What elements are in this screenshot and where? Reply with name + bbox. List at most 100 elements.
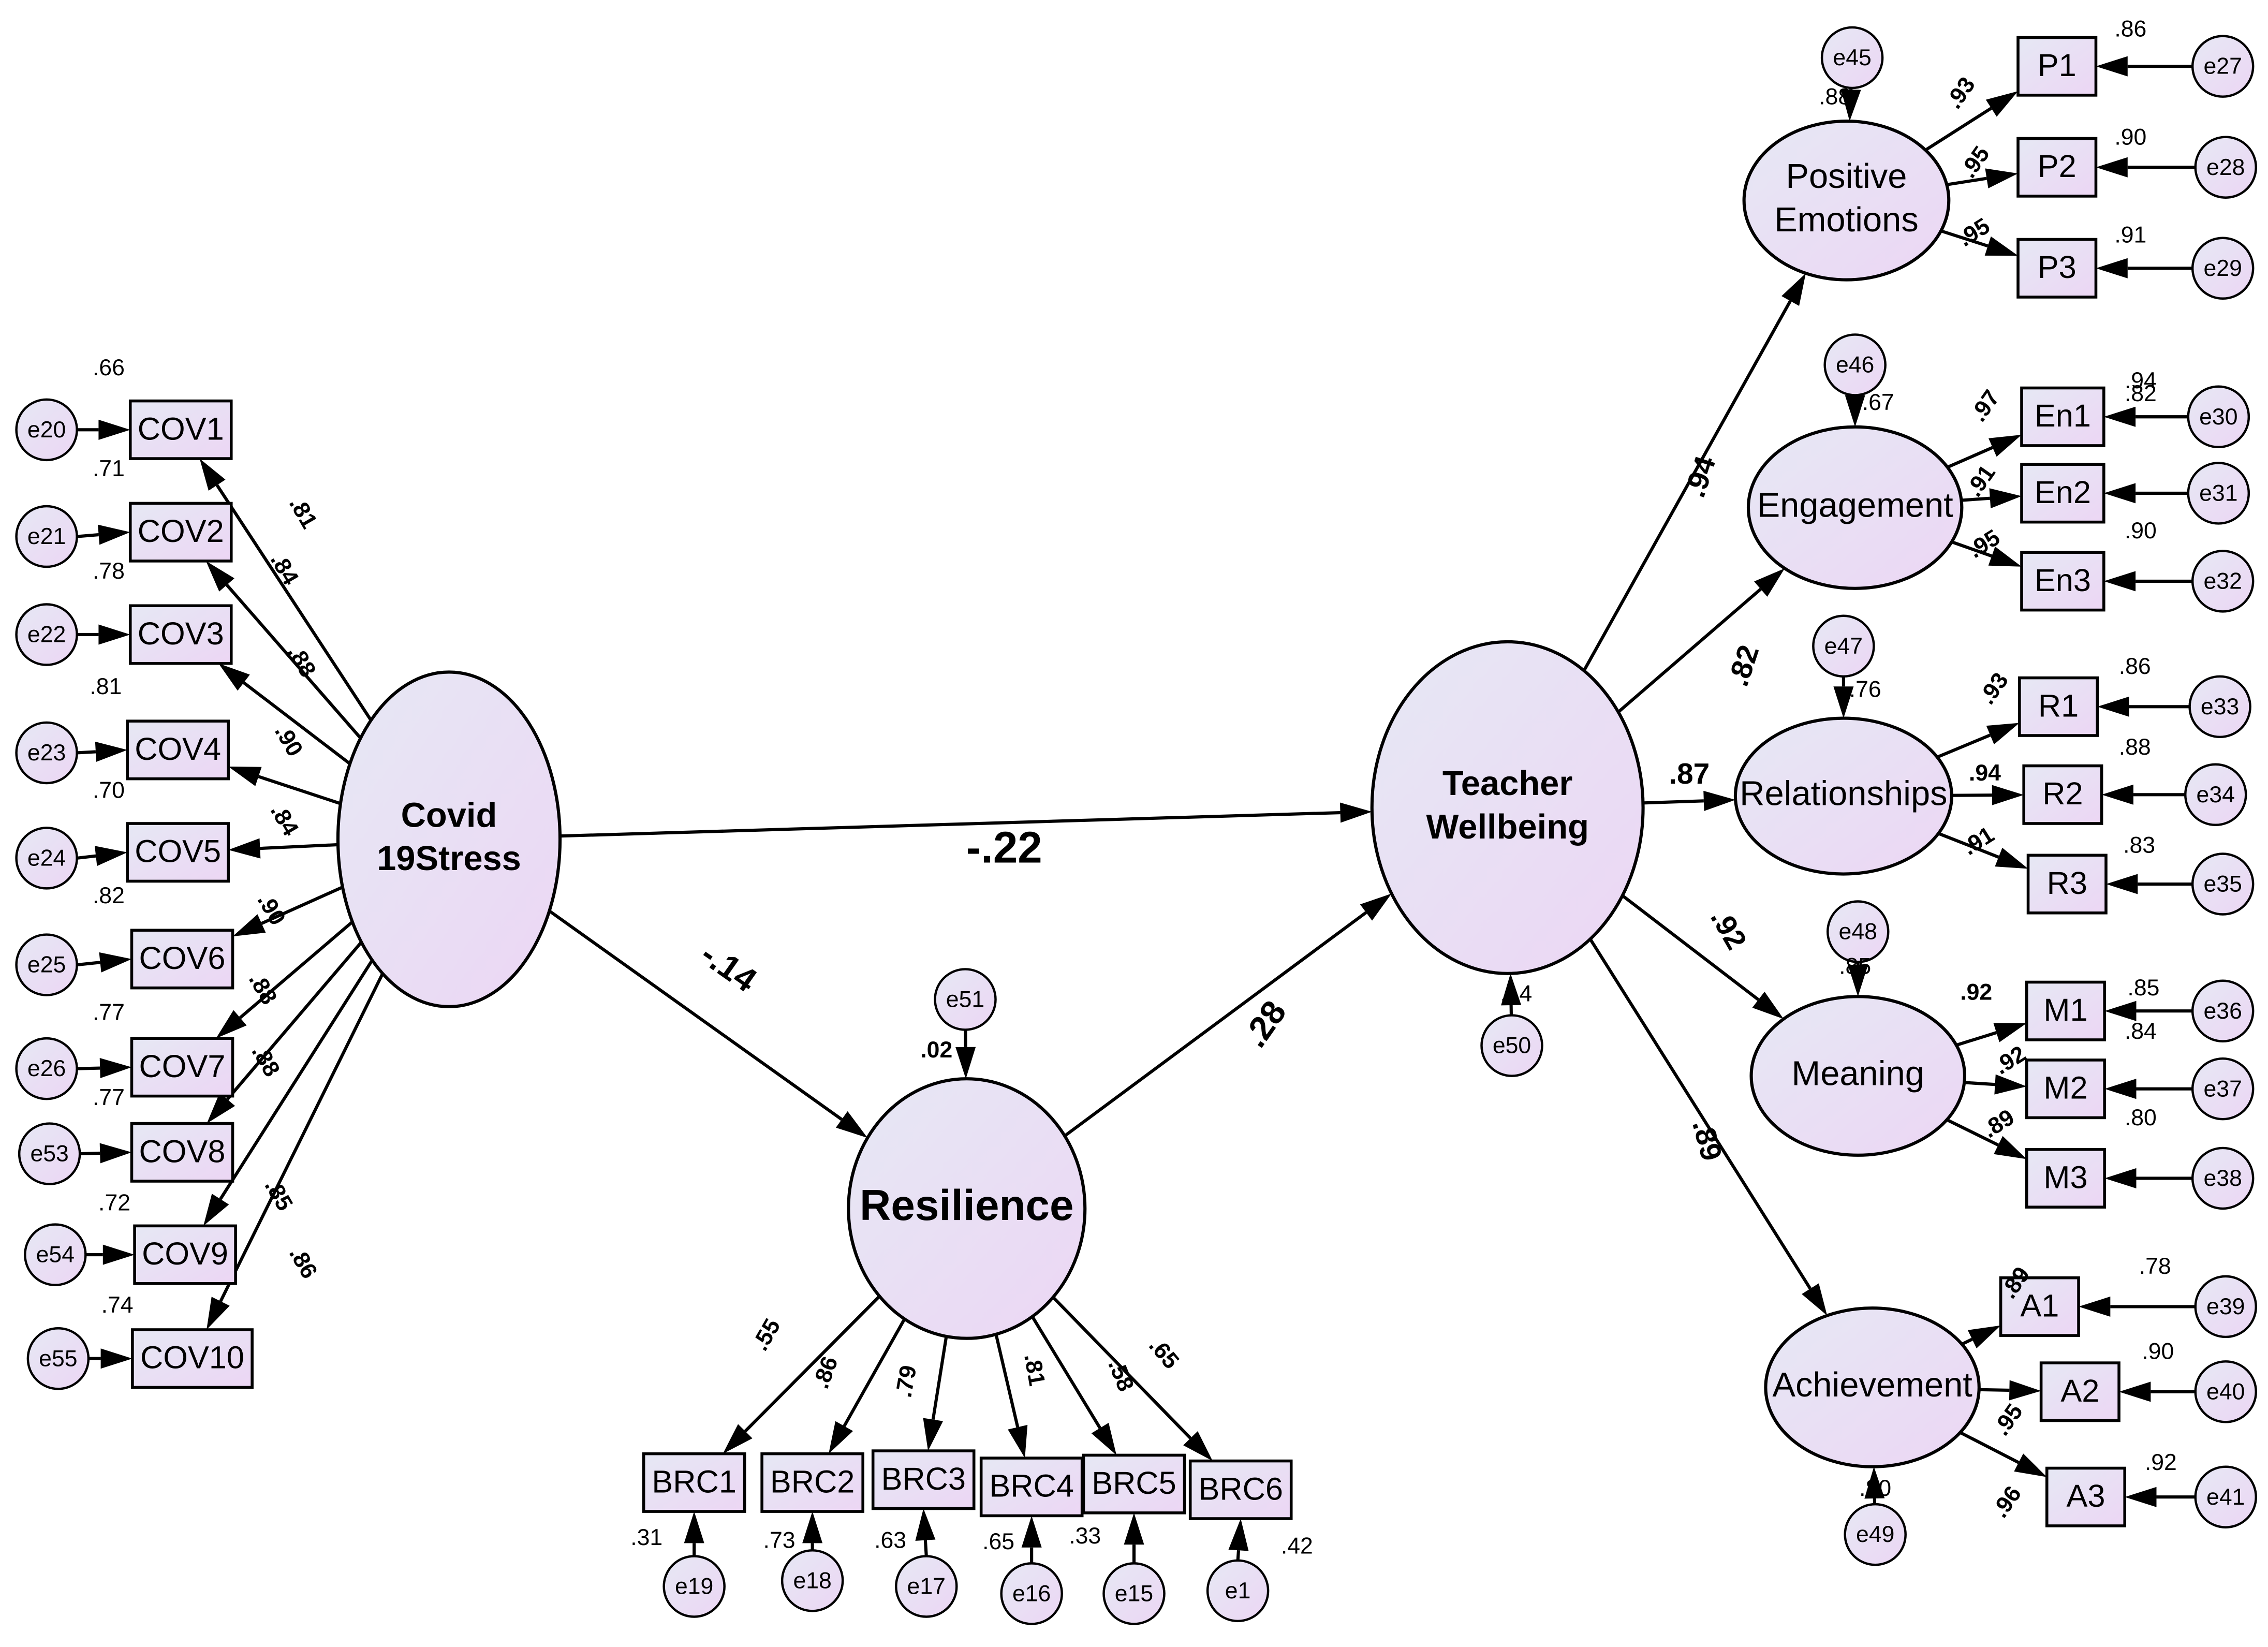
error-e28-arrow-head	[2096, 157, 2128, 178]
loading-cov2-arrow-head	[205, 561, 234, 592]
r2-brc3: .63	[874, 1527, 906, 1553]
error-e23-label: e23	[27, 740, 66, 766]
indicator-en1-box	[2020, 386, 2105, 447]
indicator-a2-label: A2	[2060, 1373, 2099, 1408]
latent-achievement-label-0: Achievement	[1772, 1365, 1972, 1404]
loading-brc5-arrow-head	[1091, 1422, 1117, 1455]
r2-brc4: .65	[982, 1529, 1014, 1554]
path-resilience-to-teacher-wellbeing-head	[1360, 893, 1392, 921]
error-e25-label: e25	[27, 952, 66, 978]
loading-en1-arrow	[1947, 446, 1994, 469]
loading-brc5: .58	[1103, 1356, 1139, 1395]
indicator-cov5-box	[126, 822, 230, 883]
latent-teacher-label-1: Wellbeing	[1426, 807, 1589, 846]
disturbance-e47-r2: .76	[1849, 677, 1881, 702]
path-coef-1: -.14	[694, 935, 764, 999]
error-e38-circle	[2191, 1146, 2255, 1210]
loading-brc1: .55	[747, 1315, 785, 1355]
loading-p3-arrow-head	[1984, 236, 2019, 256]
indicator-brc2-box	[760, 1452, 864, 1513]
indicator-m1-box	[2025, 980, 2106, 1041]
r2-a3: .92	[2145, 1450, 2177, 1475]
loading-brc2: .86	[808, 1353, 843, 1392]
loading-cov9-arrow-head	[203, 1194, 229, 1226]
loading-brc4-arrow	[994, 1334, 1020, 1428]
error-e1-circle	[1206, 1559, 1270, 1623]
indicator-cov3-label: COV3	[138, 616, 224, 651]
loading-cov7: .88	[244, 968, 282, 1009]
disturbance-e46-r2: .67	[1862, 390, 1894, 415]
loading-cov7-arrow	[239, 920, 354, 1019]
disturbance-e47-label: e47	[1824, 634, 1863, 659]
indicator-en3-label: En3	[2035, 563, 2091, 598]
path-covid-19stress-to-teacher-wellbeing	[559, 811, 1341, 838]
disturbance-e50-circle	[1480, 1014, 1543, 1077]
error-e32-circle	[2191, 550, 2255, 613]
disturbance-e45-r2: .88	[1819, 84, 1851, 109]
loading-brc6-arrow	[1052, 1296, 1192, 1439]
error-e18-arrow-head	[802, 1511, 823, 1543]
error-e23-arrow	[77, 750, 96, 755]
error-e28-label: e28	[2206, 155, 2245, 180]
error-e28-circle	[2194, 136, 2258, 199]
error-e1-arrow-head	[1228, 1519, 1249, 1551]
loading-a3: .96	[1987, 1481, 2026, 1522]
r2-en1: .94	[2125, 368, 2157, 393]
error-e27-arrow-head	[2096, 56, 2128, 77]
r2-en2: .82	[2125, 381, 2157, 406]
indicator-cov9-box	[133, 1224, 237, 1285]
r2-a1: .78	[2139, 1254, 2171, 1279]
loading-cov1-arrow	[215, 484, 373, 722]
indicator-en2-box	[2020, 463, 2105, 524]
error-e20-arrow-head	[98, 419, 130, 440]
error-e26-arrow-head	[99, 1058, 132, 1079]
loading-brc4: .81	[1019, 1352, 1050, 1388]
path-coef-7: .89	[1686, 1116, 1728, 1165]
indicator-en2-label: En2	[2035, 475, 2091, 510]
loading-cov7-arrow-head	[216, 1010, 247, 1039]
indicator-p3-box	[2016, 238, 2098, 299]
indicator-a1-box	[1999, 1276, 2080, 1337]
error-e21-arrow-head	[98, 524, 130, 545]
indicator-cov2-label: COV2	[138, 513, 224, 549]
r2-m2: .84	[2125, 1019, 2157, 1044]
loading-a1-arrow	[1961, 1337, 1973, 1346]
disturbance-e47-circle	[1812, 614, 1875, 678]
disturbance-e50-r2: .14	[1500, 981, 1532, 1006]
error-e33-arrow-head	[2097, 696, 2129, 717]
disturbance-e45-arrow-head	[1840, 89, 1861, 122]
disturbance-e45-label: e45	[1833, 45, 1871, 70]
disturbance-e48-r2: .85	[1839, 953, 1871, 979]
error-e40-arrow-head	[2119, 1381, 2151, 1402]
error-e19-arrow-head	[684, 1511, 704, 1543]
disturbance-e51-arrow-head	[955, 1047, 976, 1079]
indicator-cov1-box	[128, 399, 233, 460]
path-resilience-to-teacher-wellbeing	[1064, 911, 1367, 1138]
indicator-a3-box	[2045, 1466, 2127, 1527]
error-e33-circle	[2188, 675, 2251, 739]
loading-a1-arrow-head	[1967, 1325, 2001, 1348]
error-e54-arrow-head	[102, 1244, 135, 1265]
loading-cov3-arrow-head	[218, 663, 250, 691]
error-e55-circle	[26, 1327, 90, 1390]
disturbance-e51-label: e51	[946, 987, 984, 1012]
indicator-cov9-label: COV9	[142, 1236, 228, 1271]
latent-teacher-label-0: Teacher	[1442, 764, 1572, 803]
error-e22-circle	[15, 603, 78, 666]
r2-p2: .90	[2114, 124, 2146, 150]
r2-cov3: .78	[93, 558, 125, 584]
indicator-m3-label: M3	[2043, 1159, 2087, 1195]
error-e26-arrow	[77, 1066, 100, 1070]
loading-brc3-arrow	[931, 1336, 948, 1420]
indicator-r3-box	[2026, 854, 2108, 915]
error-e36-label: e36	[2203, 998, 2242, 1024]
latent-meaning	[1749, 995, 1966, 1157]
loading-cov2-arrow	[225, 584, 362, 740]
loading-cov2: .84	[266, 549, 304, 589]
loading-cov10-arrow	[219, 973, 385, 1302]
loading-cov8-arrow-head	[207, 1093, 235, 1124]
error-e22-label: e22	[27, 622, 66, 648]
loading-cov6-arrow	[261, 886, 344, 925]
indicator-cov1-label: COV1	[138, 411, 224, 446]
disturbance-e51-r2: .02	[920, 1037, 952, 1063]
